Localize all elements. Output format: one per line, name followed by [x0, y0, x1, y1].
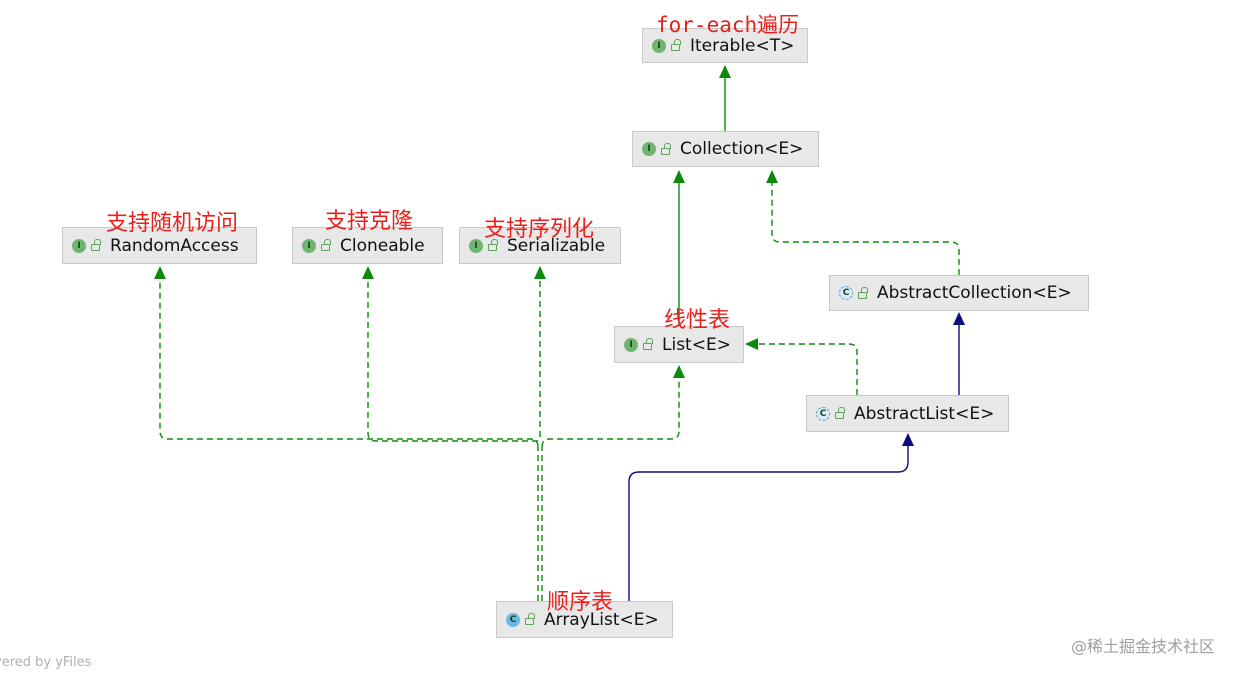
- interface-icon: I: [302, 238, 316, 253]
- lock-open-icon: [321, 239, 331, 251]
- edge-arraylist-list: [541, 378, 680, 448]
- annotation-array-list: 顺序表: [547, 590, 614, 615]
- abstract-class-icon: C: [816, 406, 830, 421]
- edge-arraylist-abstractlist: [628, 446, 909, 601]
- edge-abstractlist-list: [758, 343, 858, 395]
- arrowhead-collection-right: [766, 170, 778, 183]
- node-label: Serializable: [507, 235, 606, 256]
- node-label: Cloneable: [340, 235, 425, 256]
- node-collection[interactable]: I Collection<E>: [632, 131, 819, 167]
- arrowhead-cloneable: [362, 266, 374, 279]
- lock-open-icon: [835, 407, 845, 419]
- node-iterable[interactable]: I Iterable<T>: [642, 28, 808, 63]
- node-abstract-collection[interactable]: C AbstractCollection<E>: [829, 275, 1089, 311]
- node-abstract-list[interactable]: C AbstractList<E>: [806, 395, 1009, 432]
- lock-open-icon: [488, 239, 498, 251]
- interface-icon: I: [624, 337, 638, 352]
- lock-open-icon: [91, 239, 101, 251]
- edge-arraylist-cloneable: [367, 279, 538, 442]
- arrowhead-abstractlist: [902, 433, 914, 446]
- arrowhead-iterable: [719, 65, 731, 78]
- node-label: List<E>: [662, 334, 731, 355]
- annotation-list: 线性表: [664, 308, 731, 333]
- annotation-serializable: 支持序列化: [484, 217, 595, 242]
- arrowhead-serializable: [534, 266, 546, 279]
- node-serializable[interactable]: I Serializable: [459, 227, 621, 264]
- arrowhead-abstractcollection: [953, 312, 965, 325]
- annotation-iterable: for-each遍历: [656, 13, 800, 37]
- annotation-cloneable: 支持克隆: [325, 209, 414, 234]
- node-label: RandomAccess: [110, 235, 239, 256]
- interface-icon: I: [652, 38, 666, 53]
- interface-icon: I: [72, 238, 86, 253]
- node-cloneable[interactable]: I Cloneable: [292, 227, 443, 264]
- watermark: @稀土掘金技术社区: [1070, 637, 1215, 656]
- edge-arraylist-randomaccess: [159, 279, 539, 448]
- edge-abstractcollection-collection: [771, 183, 960, 275]
- lock-open-icon: [671, 39, 681, 51]
- interface-icon: I: [642, 142, 656, 156]
- lock-open-icon: [525, 613, 535, 625]
- node-label: AbstractList<E>: [854, 403, 995, 424]
- annotation-random-access: 支持随机访问: [106, 211, 239, 236]
- arrowhead-randomaccess: [154, 266, 166, 279]
- class-icon: C: [506, 612, 520, 627]
- node-label: ArrayList<E>: [544, 609, 659, 630]
- interface-icon: I: [469, 238, 483, 253]
- node-label: Collection<E>: [680, 139, 804, 159]
- lock-open-icon: [643, 338, 653, 350]
- arrowhead-list-right: [745, 338, 758, 350]
- lock-open-icon: [661, 142, 671, 155]
- node-array-list[interactable]: C ArrayList<E>: [496, 601, 673, 638]
- arrowhead-list-bottom: [673, 365, 685, 378]
- powered-by-label: vered by yFiles: [0, 655, 92, 670]
- arrowhead-collection-left: [673, 170, 685, 183]
- node-random-access[interactable]: I RandomAccess: [62, 227, 257, 264]
- node-label: Iterable<T>: [690, 35, 795, 56]
- lock-open-icon: [858, 286, 868, 299]
- node-label: AbstractCollection<E>: [877, 283, 1072, 303]
- abstract-class-icon: C: [839, 286, 853, 300]
- node-list[interactable]: I List<E>: [614, 326, 744, 363]
